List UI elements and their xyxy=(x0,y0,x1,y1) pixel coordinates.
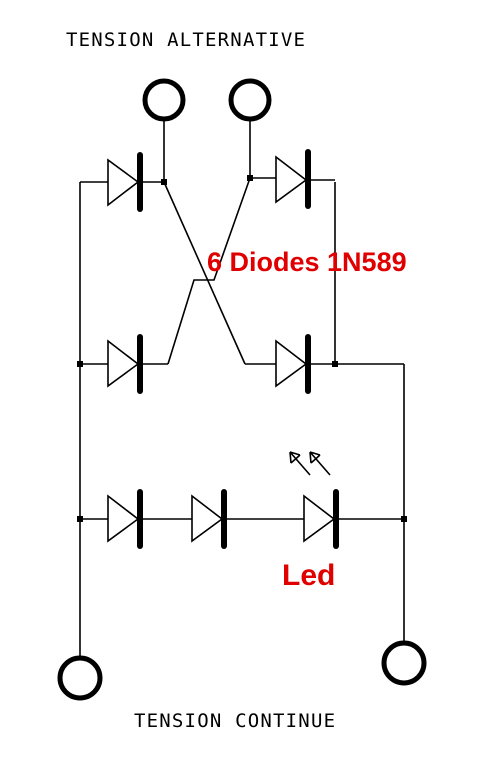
junction-top-right xyxy=(247,175,253,181)
title-tension-continue: TENSION CONTINUE xyxy=(134,710,336,732)
diode-top-left xyxy=(107,152,143,212)
diode-top-right xyxy=(275,149,311,209)
junction-middle-left xyxy=(77,361,83,367)
diode-bottom-1 xyxy=(107,489,143,549)
title-tension-alternative: TENSION ALTERNATIVE xyxy=(66,29,306,51)
diode-bottom-2 xyxy=(191,489,227,549)
diode-middle-right xyxy=(275,334,311,394)
wire-cross-b xyxy=(167,177,251,365)
junctions xyxy=(77,175,407,522)
annotation-diodes: 6 Diodes 1N589 xyxy=(207,247,407,277)
junction-top-left xyxy=(161,179,167,185)
junction-bottom-left xyxy=(77,516,83,522)
wires xyxy=(79,118,405,658)
wire-cross-a xyxy=(163,181,246,365)
terminal-dc-plus xyxy=(381,640,427,686)
junction-middle-right xyxy=(332,361,338,367)
terminal-ac-a xyxy=(142,78,186,122)
junction-bottom-right xyxy=(401,516,407,522)
annotation-led: Led xyxy=(282,559,335,592)
wire-top-right-row xyxy=(250,177,335,181)
led-diode xyxy=(303,489,339,549)
led-emission-arrows-icon xyxy=(289,451,331,476)
terminal-dc-minus xyxy=(57,655,103,701)
diode-middle-left xyxy=(107,334,143,394)
terminal-ac-b xyxy=(228,78,272,122)
